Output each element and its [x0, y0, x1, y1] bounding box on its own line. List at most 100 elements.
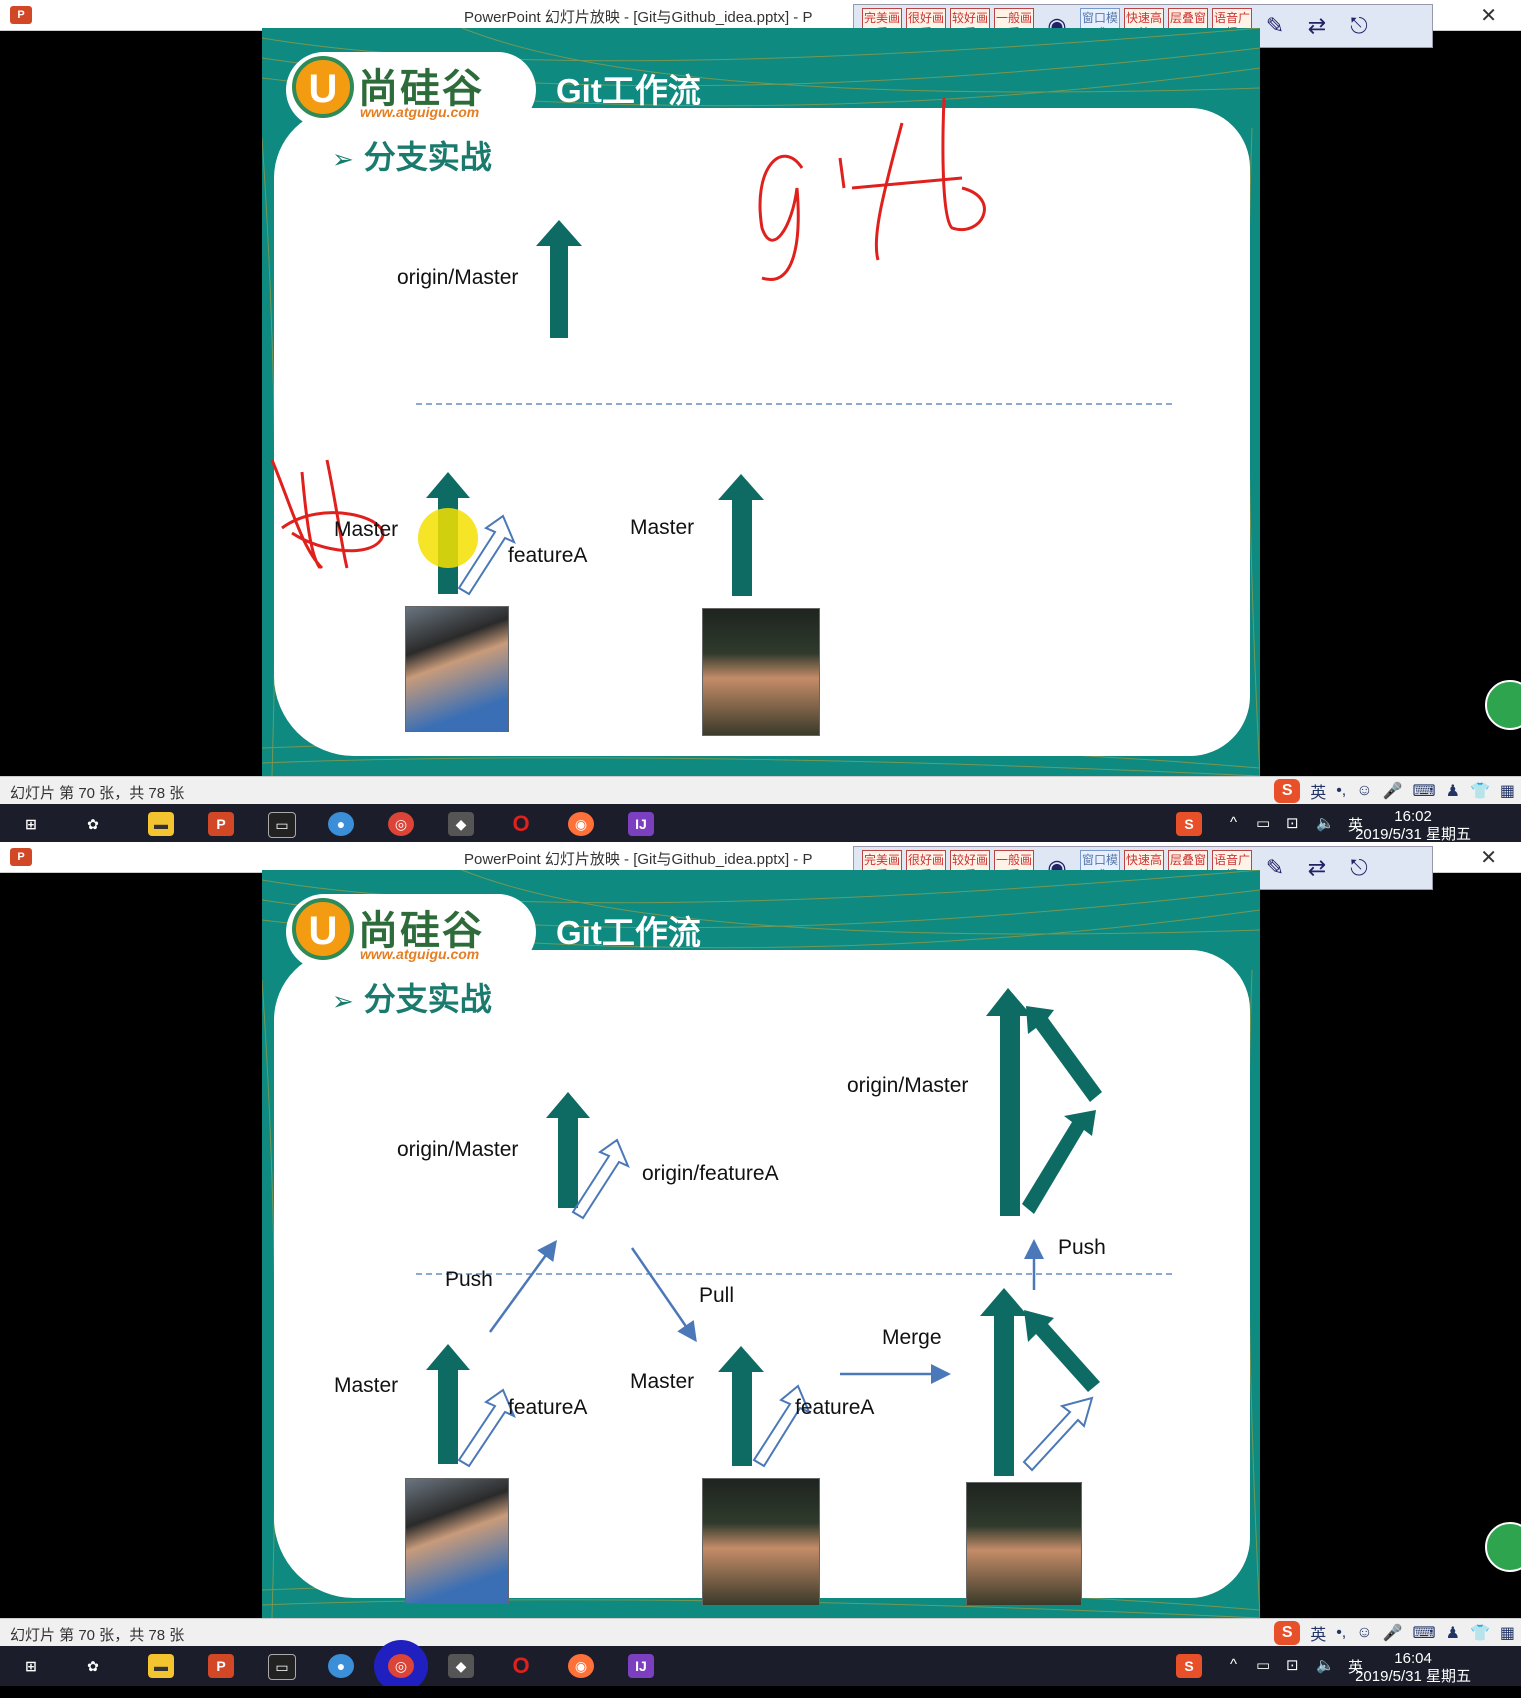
app-pinwheel-icon[interactable]: ✿ [87, 1658, 99, 1674]
ime-grid-icon[interactable]: ▦ [1499, 1625, 1515, 1642]
windows-start-icon[interactable]: ⊞ [25, 1658, 37, 1674]
taskbar: ⊞ ✿ ▬ P ▭ ● ◎ ◆ O ◉ IJ S ^ ▭ ⊡ 🔈 英 16:02… [0, 804, 1521, 844]
clock-time: 16:04 [1394, 1650, 1432, 1667]
slide-title: Git工作流 [556, 72, 701, 109]
powerpoint-icon: P [10, 6, 32, 24]
file-explorer-icon[interactable]: ▬ [148, 1654, 174, 1678]
ime-punct-icon[interactable]: •, [1336, 782, 1347, 799]
exit-icon[interactable]: ⎋ [1350, 855, 1368, 880]
ime-punct-icon[interactable]: •, [1336, 1624, 1347, 1641]
ime-user-icon[interactable]: ♟ [1445, 1625, 1460, 1642]
ime-mic-icon[interactable]: 🎤 [1382, 1625, 1403, 1642]
pen-icon[interactable]: ✎ [1265, 855, 1285, 880]
ime-emoji-icon[interactable]: ☺ [1356, 782, 1373, 799]
push-arrow-left [488, 1239, 557, 1333]
screen-top: P PowerPoint 幻灯片放映 - [Git与Github_idea.pp… [0, 0, 1521, 844]
status-bar: 幻灯片 第 70 张，共 78 张 S 英 •, ☺ 🎤 ⌨ ♟ 👕 ▦ [0, 776, 1521, 805]
pen-icon[interactable]: ✎ [1265, 13, 1285, 38]
tray-network-icon[interactable]: ⊡ [1286, 1657, 1299, 1674]
side-badge[interactable] [1485, 680, 1521, 730]
ime-skin-icon[interactable]: 👕 [1469, 1625, 1490, 1642]
git-client-icon[interactable]: ◆ [448, 1654, 474, 1678]
opera-icon[interactable]: O [512, 1653, 530, 1678]
chat-app-icon[interactable]: ● [328, 812, 354, 836]
label-origin-master-right: origin/Master [847, 1074, 969, 1097]
sogou-ime-icon[interactable]: S [1274, 1621, 1301, 1645]
transfer-icon[interactable]: ⇄ [1307, 855, 1327, 880]
sogou-ime-icon[interactable]: S [1274, 779, 1301, 803]
ime-bar: S 英 •, ☺ 🎤 ⌨ ♟ 👕 ▦ [1274, 779, 1515, 803]
git-client-icon[interactable]: ◆ [448, 812, 474, 836]
ime-skin-icon[interactable]: 👕 [1469, 783, 1490, 800]
handwriting-b [941, 97, 986, 232]
ime-user-icon[interactable]: ♟ [1445, 783, 1460, 800]
powerpoint-taskbar-icon[interactable]: P [208, 812, 234, 836]
chrome-icon[interactable]: ◎ [388, 812, 414, 836]
ime-keyboard-icon[interactable]: ⌨ [1412, 783, 1436, 800]
ime-language[interactable]: 英 [1310, 785, 1327, 802]
close-icon[interactable]: ✕ [1480, 847, 1497, 869]
windows-start-icon[interactable]: ⊞ [25, 816, 37, 832]
logo-url: www.atguigu.com [360, 104, 480, 120]
firefox-icon[interactable]: ◉ [568, 1654, 594, 1678]
logo-text: 尚硅谷 [358, 909, 484, 953]
app-pinwheel-icon[interactable]: ✿ [87, 816, 99, 832]
ime-bar: S 英 •, ☺ 🎤 ⌨ ♟ 👕 ▦ [1274, 1621, 1515, 1645]
side-badge[interactable] [1485, 1522, 1521, 1572]
clock-date: 2019/5/31 星期五 [1355, 826, 1471, 843]
label-origin-master: origin/Master [397, 1138, 519, 1161]
tray-language[interactable]: 英 [1348, 1659, 1364, 1676]
ime-mic-icon[interactable]: 🎤 [1382, 783, 1403, 800]
diagram-frame1 [270, 97, 1174, 656]
file-explorer-icon[interactable]: ▬ [148, 812, 174, 836]
developer-photo-2 [702, 1478, 820, 1606]
intellij-icon[interactable]: IJ [628, 1654, 654, 1678]
firefox-icon[interactable]: ◉ [568, 812, 594, 836]
opera-icon[interactable]: O [512, 811, 530, 836]
tray-sogou-icon[interactable]: S [1176, 812, 1202, 836]
merged-feature-arrow [1024, 1310, 1100, 1392]
section-heading: ➢分支实战 [332, 132, 492, 178]
label-merge: Merge [882, 1326, 942, 1349]
ime-language[interactable]: 英 [1310, 1627, 1327, 1644]
logo-text: 尚硅谷 [358, 67, 484, 111]
terminal-icon[interactable]: ▭ [268, 812, 296, 838]
tray-sogou-icon[interactable]: S [1176, 1654, 1202, 1678]
status-bar: 幻灯片 第 70 张，共 78 张 S 英 •, ☺ 🎤 ⌨ ♟ 👕 ▦ [0, 1618, 1521, 1647]
tray-chevron-icon[interactable]: ^ [1230, 1656, 1238, 1673]
section-heading: ➢分支实战 [332, 974, 492, 1020]
close-icon[interactable]: ✕ [1480, 5, 1497, 27]
label-push-right: Push [1058, 1236, 1106, 1259]
developer-photo-2 [702, 608, 820, 736]
pull-arrow [630, 1247, 697, 1343]
chat-app-icon[interactable]: ● [328, 1654, 354, 1678]
origin-featurea-arrow [571, 1138, 630, 1220]
slide-title: Git工作流 [556, 914, 701, 951]
clock[interactable]: 16:02 2019/5/31 星期五 [1355, 808, 1471, 844]
ime-emoji-icon[interactable]: ☺ [1356, 1624, 1373, 1641]
bullet-arrow-icon: ➢ [332, 144, 354, 174]
label-master-mid: Master [630, 1370, 695, 1393]
terminal-icon[interactable]: ▭ [268, 1654, 296, 1680]
ime-grid-icon[interactable]: ▦ [1499, 783, 1515, 800]
transfer-icon[interactable]: ⇄ [1307, 13, 1327, 38]
chrome-icon[interactable]: ◎ [388, 1654, 414, 1678]
tray-volume-icon[interactable]: 🔈 [1316, 1657, 1335, 1674]
tray-battery-icon[interactable]: ▭ [1256, 1657, 1271, 1674]
clock[interactable]: 16:04 2019/5/31 星期五 [1355, 1650, 1471, 1686]
featurea-arrow-right [1022, 1396, 1094, 1472]
tray-battery-icon[interactable]: ▭ [1256, 815, 1271, 832]
section-heading-text: 分支实战 [363, 981, 492, 1017]
tray-language[interactable]: 英 [1348, 817, 1364, 834]
intellij-icon[interactable]: IJ [628, 812, 654, 836]
powerpoint-taskbar-icon[interactable]: P [208, 1654, 234, 1678]
label-featurea-mid: featureA [795, 1396, 875, 1419]
tray-volume-icon[interactable]: 🔈 [1316, 815, 1335, 832]
exit-icon[interactable]: ⎋ [1350, 13, 1368, 38]
ime-keyboard-icon[interactable]: ⌨ [1412, 1625, 1436, 1642]
tray-network-icon[interactable]: ⊡ [1286, 815, 1299, 832]
featurea-arrow-left [457, 1388, 516, 1468]
tray-chevron-icon[interactable]: ^ [1230, 814, 1238, 831]
origin-merged-arrow-lower [1022, 1110, 1096, 1214]
handwriting-g [758, 154, 804, 281]
